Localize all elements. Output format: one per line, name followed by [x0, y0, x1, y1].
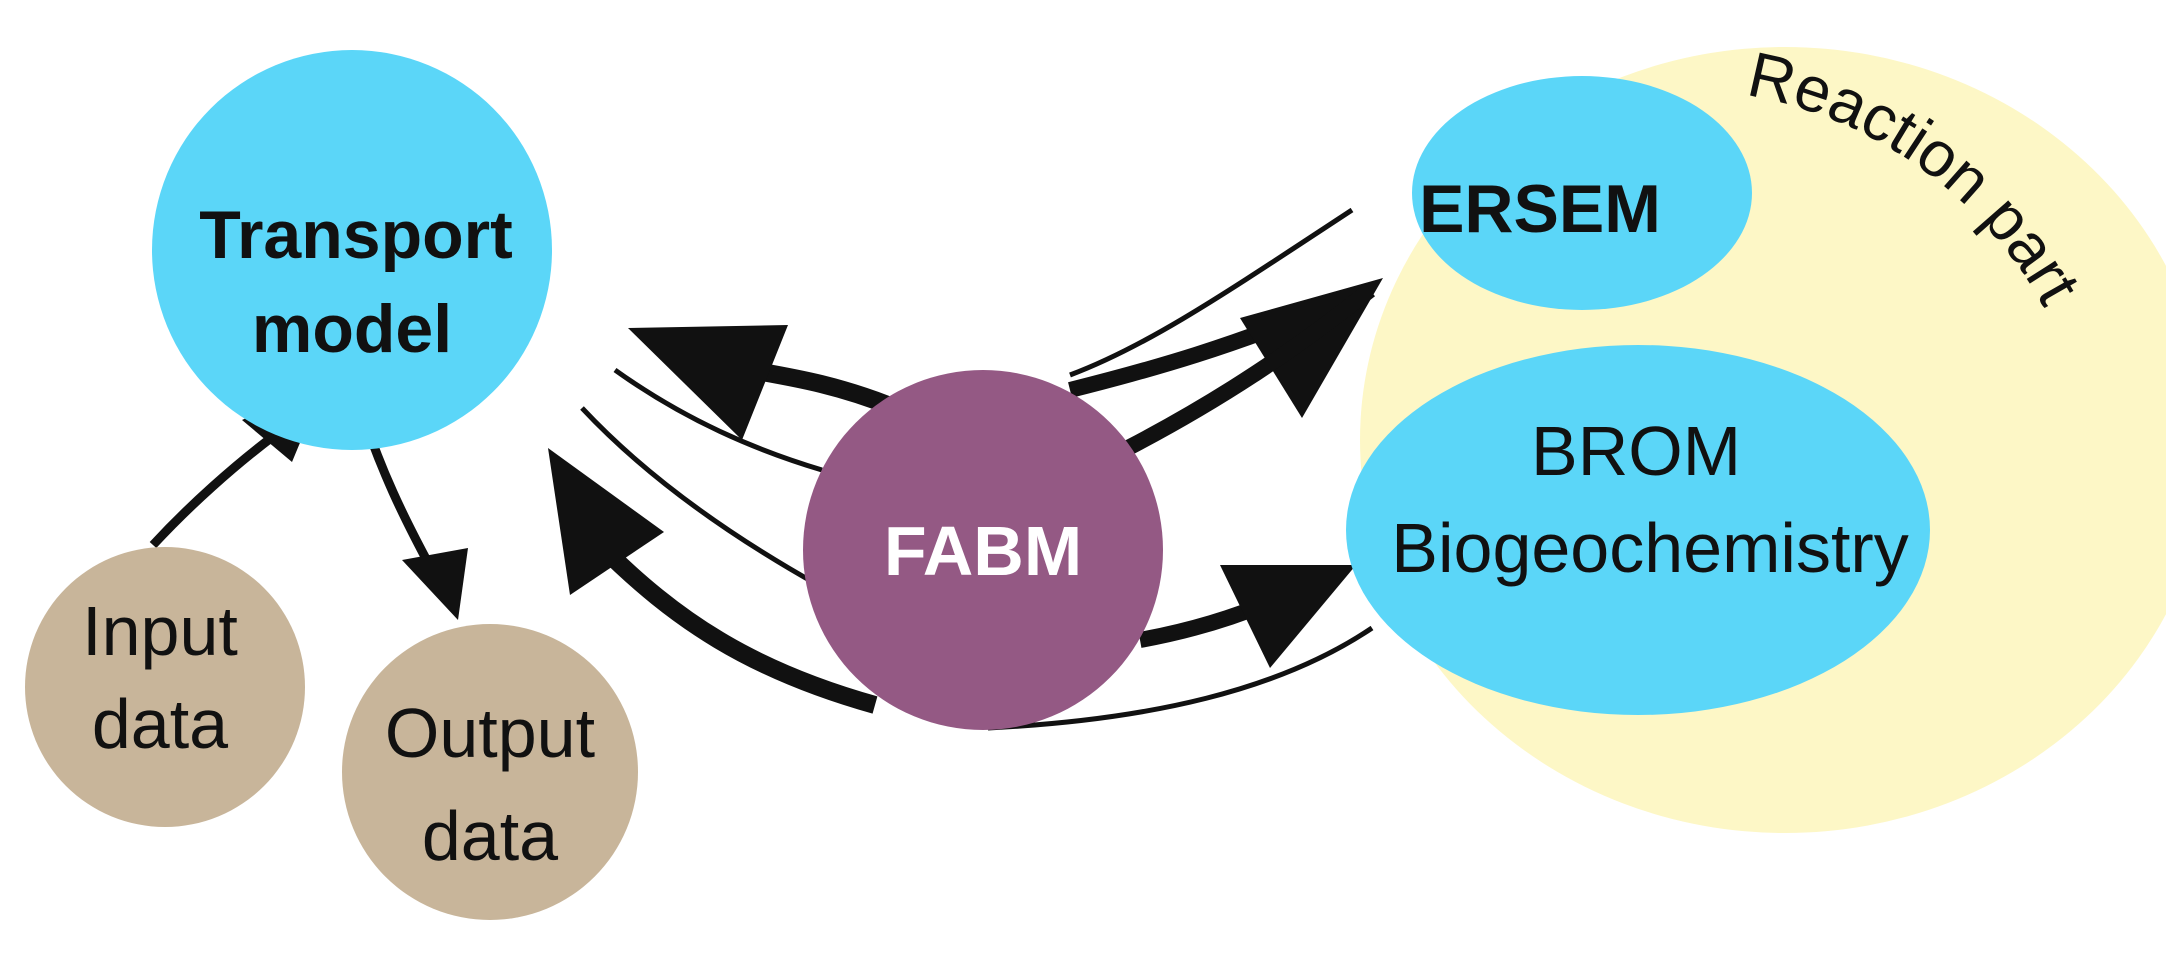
arrow-input-to-transport: [149, 431, 278, 549]
arrows: [149, 207, 1383, 731]
transport-model-node: Transport model: [152, 50, 552, 450]
brom-ellipse: [1346, 345, 1930, 715]
output-data-line2: data: [422, 797, 558, 875]
ersem-ellipse: [1412, 76, 1752, 310]
line-transport-to-fabm-upper: [613, 367, 823, 473]
brom-node: BROM Biogeochemistry: [1346, 345, 1930, 715]
transport-model-circle: [152, 50, 552, 450]
input-data-line2: data: [92, 685, 228, 763]
arrow-fabm-to-transport-lower: [593, 538, 878, 714]
output-data-line1: Output: [385, 694, 595, 772]
brom-line1: BROM: [1531, 412, 1741, 490]
fabm-label: FABM: [884, 512, 1082, 590]
line-ersem-to-fabm: [1069, 207, 1354, 378]
transport-model-line2: model: [252, 291, 452, 367]
arrowhead-transport-upper: [628, 325, 788, 440]
line-brom-to-fabm: [987, 625, 1374, 731]
arrowhead-output: [402, 548, 468, 620]
fabm-circle: [803, 370, 1163, 730]
arrow-fabm-to-ersem-lower: [1124, 283, 1375, 456]
fabm-node: FABM: [803, 370, 1163, 730]
input-data-line1: Input: [82, 592, 238, 670]
input-data-circle: [25, 547, 305, 827]
line-transport-to-fabm-middle: [580, 406, 820, 588]
output-data-node: Output data: [342, 624, 638, 920]
ersem-label: ERSEM: [1419, 171, 1661, 247]
output-data-circle: [342, 624, 638, 920]
ersem-node: ERSEM: [1412, 76, 1752, 310]
transport-model-line1: Transport: [199, 197, 513, 273]
arrowhead-brom: [1220, 565, 1356, 668]
arrowhead-transport-lower: [548, 448, 664, 595]
brom-line2: Biogeochemistry: [1391, 509, 1908, 587]
input-data-node: Input data: [25, 547, 305, 827]
